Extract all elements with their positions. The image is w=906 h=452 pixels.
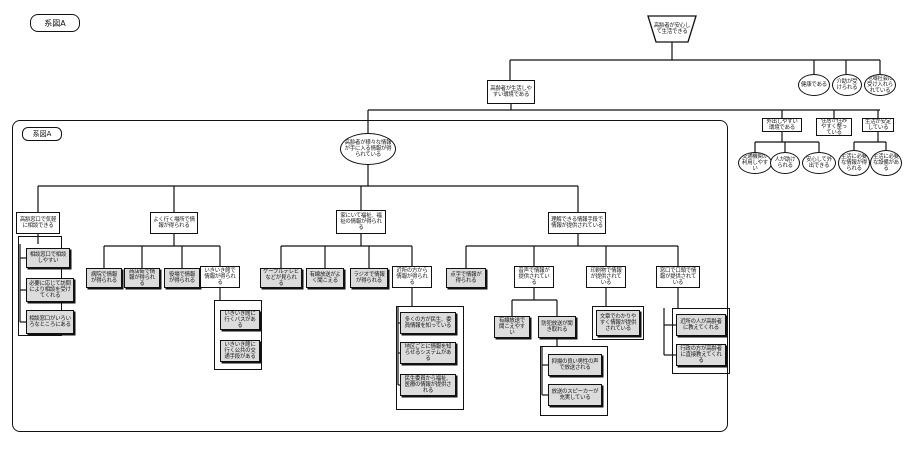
node-welfare-aware: 多くの方が民生、委員情報を知っている bbox=[400, 312, 456, 334]
node-care: 介助が受けられる bbox=[832, 74, 862, 96]
diagram-tag-top: 系図A bbox=[30, 14, 80, 32]
node-frequent-places: よく行く場所で情報が得られる bbox=[150, 212, 198, 234]
node-community: 地域社会に受け入れられている bbox=[864, 74, 896, 96]
node-easy-consult: 相談窓口で相談しやすい bbox=[26, 248, 70, 268]
node-welfare-commissioner: 民生委員から福祉、医療の情報が提供される bbox=[400, 374, 456, 396]
node-braille: 点字で情報が得られる bbox=[446, 268, 486, 288]
node-understandable-info: 理解できる情報手段で情報が提供されている bbox=[548, 212, 606, 234]
node-home-info: 家にいて福祉、福祉の情報が得られる bbox=[336, 210, 386, 234]
group-broadcast bbox=[540, 346, 608, 416]
node-living-environment: 高齢者が生活しやすい環境である bbox=[487, 80, 535, 104]
node-ikiiki-hall: いきいき館で情報が得られる bbox=[200, 266, 240, 288]
node-stable-life: 生活が安定している bbox=[862, 118, 894, 132]
node-admin-teach: 行政の方が高齢者に直接教えてくれる bbox=[676, 344, 726, 366]
node-verbal-info: 窓口で口頭で情報が提供されている bbox=[656, 266, 700, 288]
diagram-tag-frame: 系図A bbox=[22, 127, 62, 141]
node-home-visit: 必要に応じて訪問により相談を受けてくれる bbox=[26, 278, 74, 302]
node-wired-broadcast: 有線放送がよく聞こえる bbox=[306, 268, 344, 288]
node-neighbors: 近所の方から情報が得られる bbox=[392, 266, 432, 288]
node-many-windows: 相談窓口がいろいろなところにある bbox=[26, 310, 74, 334]
node-consult-window: 高齢窓口で気軽に相談できる bbox=[16, 212, 60, 234]
node-clear-voice: 抑揚の良い男性の声で放送される bbox=[548, 354, 602, 376]
node-hospital: 病院で情報が得られる bbox=[86, 268, 122, 288]
node-radio: ラジオで情報が得られる bbox=[350, 268, 388, 288]
node-life-equipment: 生活に必要な設備がある bbox=[870, 150, 902, 176]
node-speakers: 放送のスピーカーが充実している bbox=[548, 384, 602, 406]
node-easy-outing: 外出しやすい環境である bbox=[762, 118, 802, 132]
node-shops: 商店街で情報が得られる bbox=[124, 268, 160, 288]
node-easy-text: 文章でわかりやすく情報が提供されている bbox=[596, 310, 640, 336]
node-safe-outing: 安心して外出できる bbox=[802, 152, 836, 174]
node-ikiiki-transport: いきいき館に行く公共の交通手段がある bbox=[220, 340, 260, 362]
node-healthy: 健康である bbox=[798, 74, 830, 96]
group-verbal bbox=[672, 308, 730, 374]
group-ikiiki bbox=[214, 300, 262, 370]
node-transport: 交通機関が利用しやすい bbox=[738, 152, 772, 174]
node-ikiiki-bus: いきいき館に行くバスがある bbox=[220, 310, 260, 330]
node-info-access: 高齢者が様々な情報が手に入る情報が得られている bbox=[340, 133, 396, 165]
node-neighbor-teach: 近所の人が高齢者に教えてくれる bbox=[676, 314, 726, 336]
subsystem-frame bbox=[12, 120, 728, 432]
group-neighbors bbox=[396, 306, 464, 410]
root-node: 高齢者が安心して生活できる bbox=[653, 22, 691, 35]
node-crime-broadcast: 防犯放送が聞き取れる bbox=[538, 316, 576, 338]
node-district-system: 地区ごとに情報を知らせるシステムがある bbox=[400, 342, 456, 364]
node-town-hall: 役場で情報が得られる bbox=[164, 268, 200, 288]
node-helpers: 人が助けられる bbox=[770, 152, 800, 174]
node-audible-broadcast: 有線放送で聞こえやすい bbox=[494, 316, 530, 338]
node-housing: 住居が住みやすく整っている bbox=[816, 118, 852, 136]
node-printed-info: 印刷物で情報が提供されている bbox=[586, 266, 626, 288]
node-life-info: 生活に必要な情報が得られる bbox=[838, 150, 870, 176]
node-audio-info: 音声で情報が提供されている bbox=[514, 266, 554, 288]
group-printed bbox=[592, 306, 644, 340]
node-cable-tv: ケーブルテレビなどが見られる bbox=[260, 268, 302, 288]
